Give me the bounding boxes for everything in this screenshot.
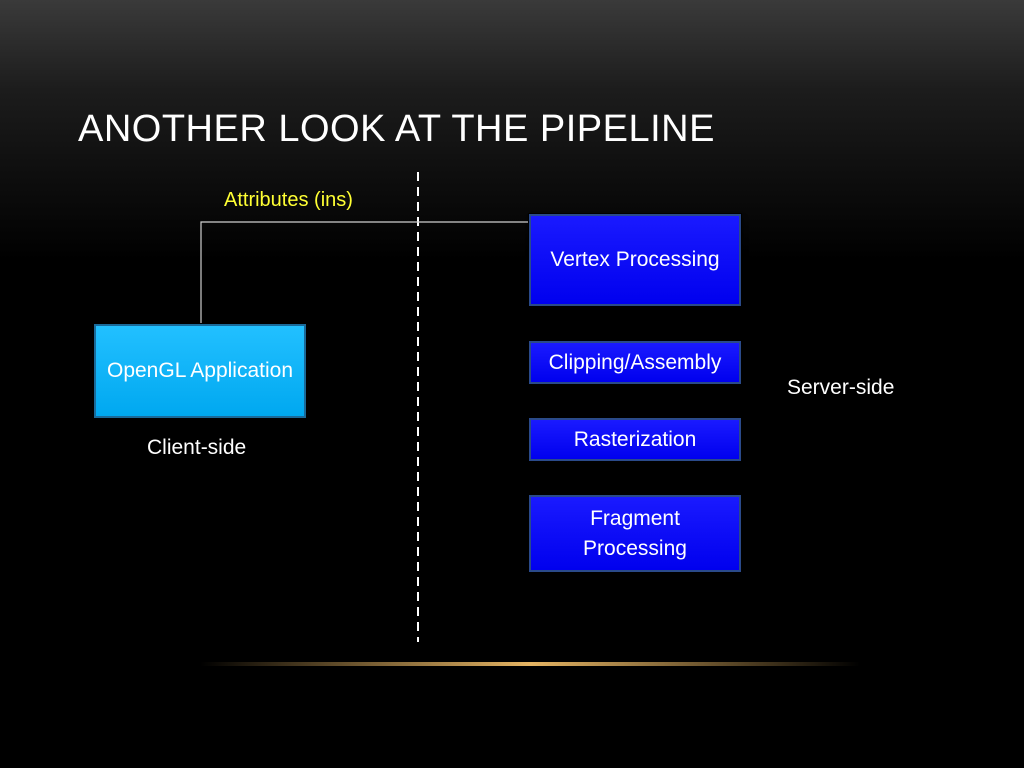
- server-side-label: Server-side: [787, 376, 895, 399]
- fragment-processing-label: Fragment Processing: [583, 506, 687, 560]
- slide-title: ANOTHER LOOK AT THE PIPELINE: [78, 108, 715, 150]
- client-side-label: Client-side: [147, 436, 247, 459]
- fragment-processing-box[interactable]: Fragment Processing: [529, 495, 741, 572]
- vertex-processing-box[interactable]: Vertex Processing: [529, 214, 741, 306]
- rasterization-box[interactable]: Rasterization: [529, 418, 741, 461]
- opengl-application-label: OpenGL Application: [106, 359, 294, 382]
- attributes-label: Attributes (ins): [224, 189, 353, 211]
- clipping-assembly-box[interactable]: Clipping/Assembly: [529, 341, 741, 384]
- rasterization-label: Rasterization: [573, 427, 697, 451]
- clipping-assembly-label: Clipping/Assembly: [548, 350, 722, 374]
- footer-glow-line: [200, 662, 860, 666]
- vertex-processing-label: Vertex Processing: [550, 248, 720, 271]
- opengl-application-box[interactable]: OpenGL Application: [94, 324, 306, 418]
- attributes-connector: [200, 221, 530, 324]
